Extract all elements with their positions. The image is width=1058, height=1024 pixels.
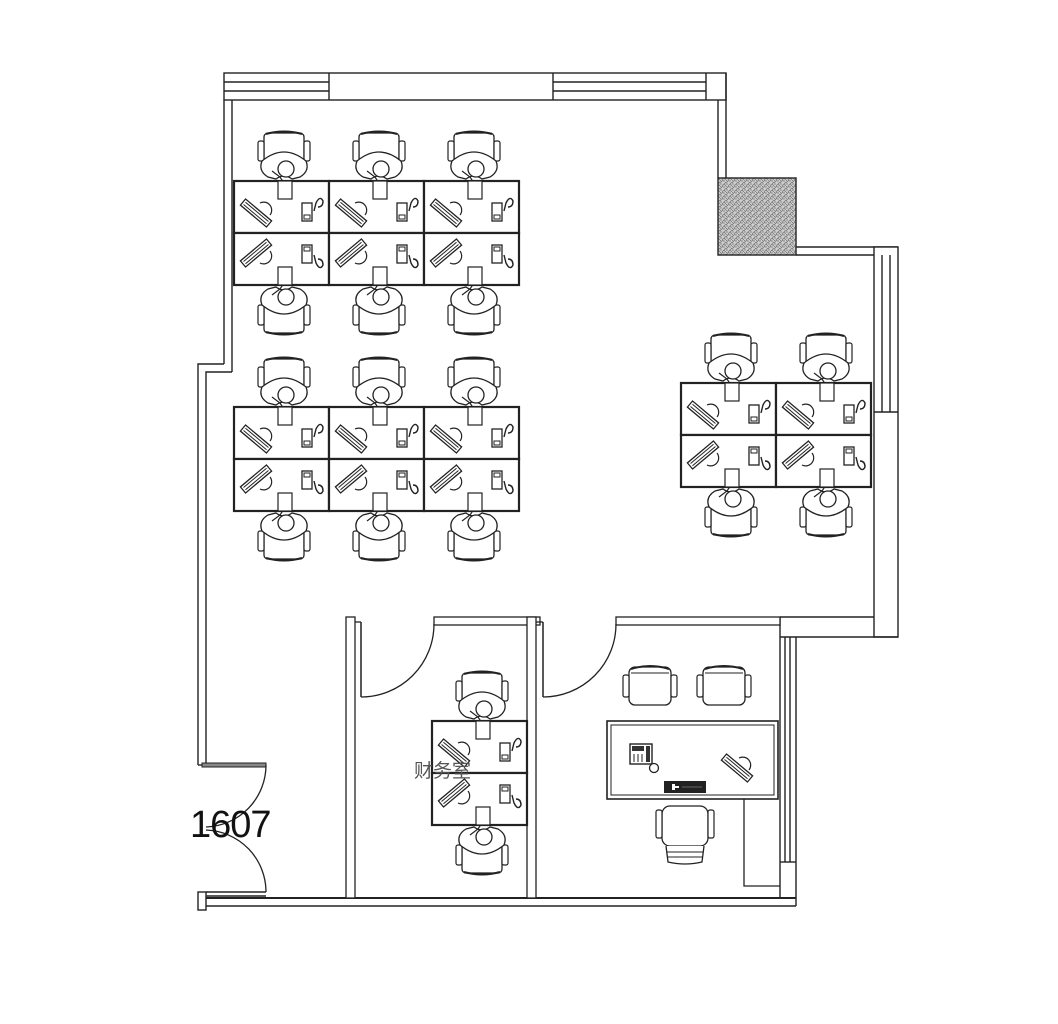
finance-room-label: 财务室: [414, 760, 472, 782]
outer-walls: [197, 72, 899, 911]
unit-number-label: 1607: [190, 804, 272, 846]
monitor-icon: [720, 753, 754, 783]
executive-chair: [655, 805, 715, 865]
hatched-column: [717, 177, 797, 256]
side-cabinet: [743, 799, 780, 887]
workstation-cluster-top-left: [232, 130, 521, 336]
workstation-cluster-mid-left: [232, 356, 521, 562]
guest-chair-right: [696, 665, 752, 706]
main-entrance-door[interactable]: [205, 764, 267, 893]
desk-phone-icon: [629, 743, 660, 774]
manager-door[interactable]: [542, 622, 617, 698]
guest-chair-left: [622, 665, 678, 706]
manager-office-furniture: [606, 665, 780, 887]
keyboard-icon: [664, 781, 706, 793]
workstation-cluster-right: [679, 332, 873, 538]
finance-door[interactable]: [360, 622, 435, 698]
